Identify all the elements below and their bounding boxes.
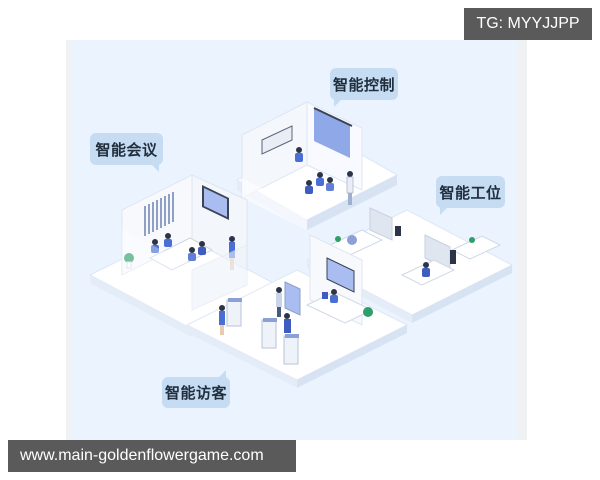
control-room: [235, 101, 399, 230]
zone-label-visitor: 智能访客: [162, 370, 230, 408]
zone-label-workstation: 智能工位: [436, 176, 505, 215]
panel-right-edge: [518, 40, 527, 440]
zone-label-meeting: 智能会议: [90, 133, 163, 172]
panel-left-edge: [66, 40, 72, 440]
url-watermark-text: www.main-goldenflowergame.com: [20, 447, 264, 464]
zone-label-meeting-text: 智能会议: [95, 140, 158, 159]
bubble-tail: [440, 207, 448, 215]
zone-label-workstation-text: 智能工位: [439, 183, 502, 202]
url-watermark-badge: www.main-goldenflowergame.com: [8, 440, 296, 472]
zone-label-visitor-text: 智能访客: [164, 384, 227, 402]
bubble-tail: [218, 370, 226, 378]
smart-office-illustration: [88, 101, 514, 388]
zone-label-control-text: 智能控制: [332, 75, 395, 94]
illustration-panel: 智能控制 智能会议 智能工位 智能访客: [66, 40, 527, 440]
bubble-tail: [151, 164, 159, 172]
bubble-tail: [334, 99, 342, 107]
zone-label-control: 智能控制: [330, 68, 398, 107]
tg-watermark-text: TG: MYYJJPP: [476, 15, 580, 32]
visitor-area: [185, 234, 409, 388]
tg-watermark-badge: TG: MYYJJPP: [464, 8, 592, 40]
